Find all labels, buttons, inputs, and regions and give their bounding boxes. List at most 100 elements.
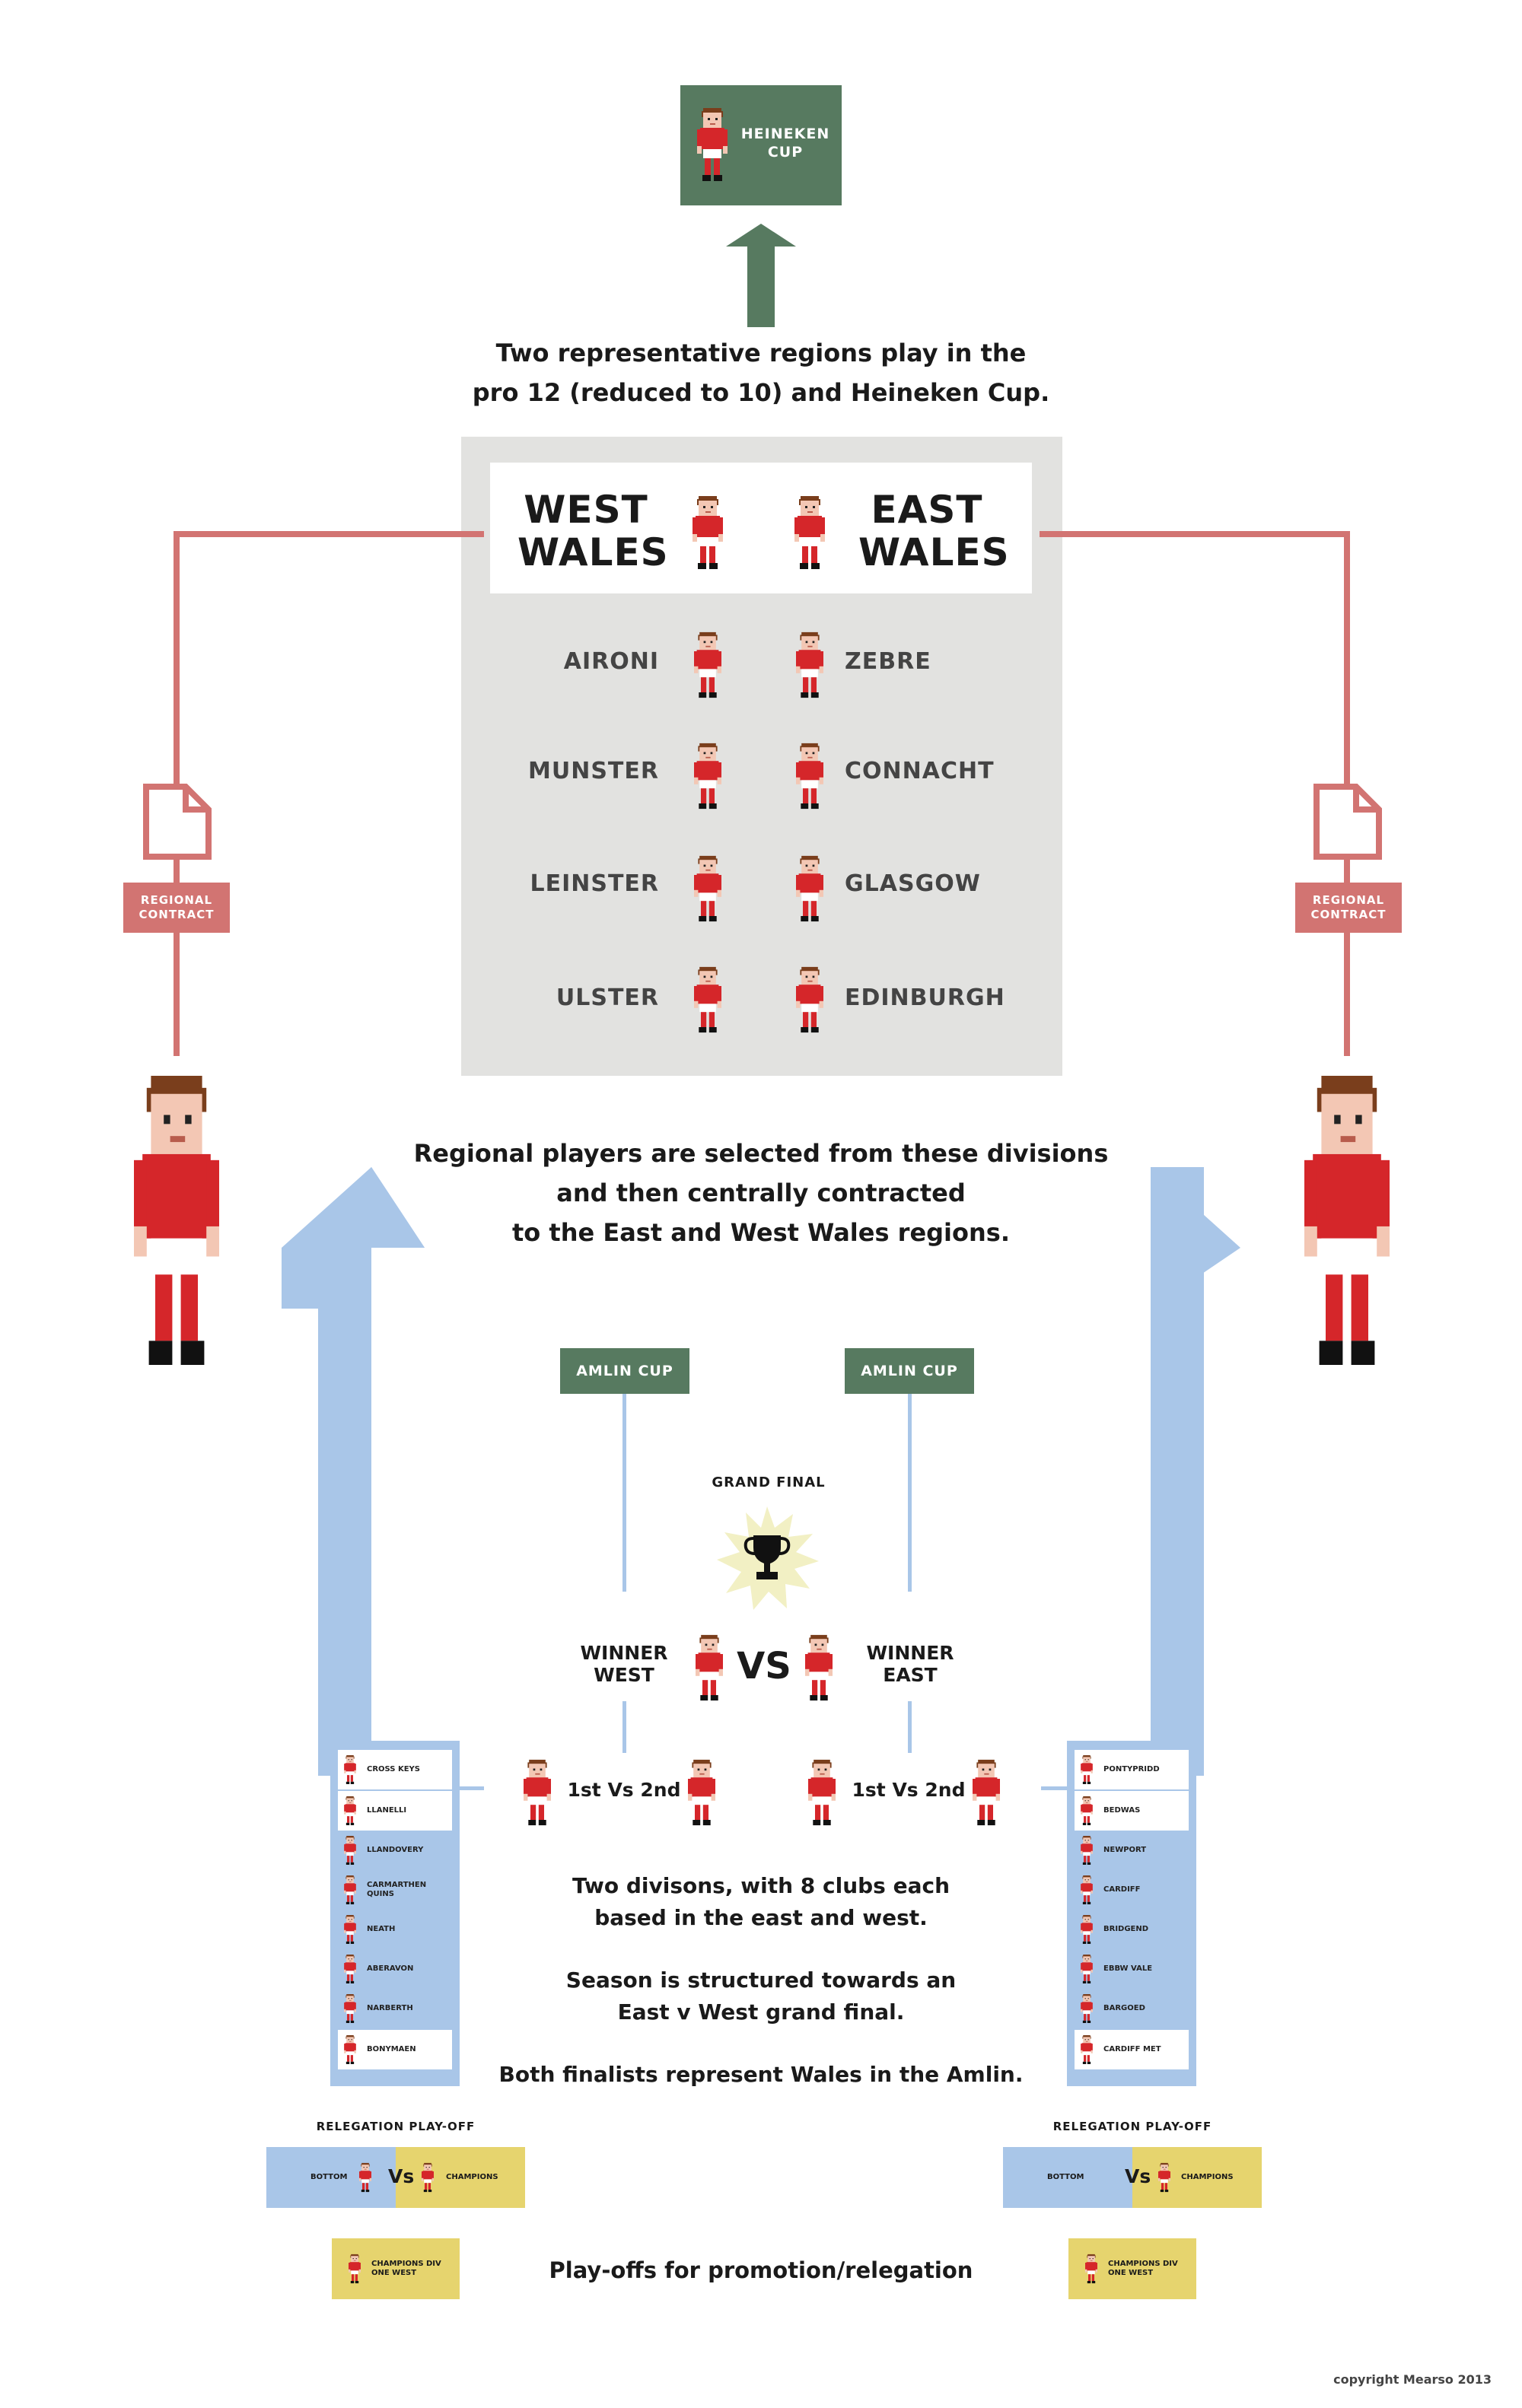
player-icon [808, 1753, 836, 1832]
player-icon [349, 2254, 361, 2284]
west-team-aironi: AIRONI [563, 648, 659, 675]
club-name: CARDIFF MET [1103, 2045, 1161, 2053]
club-row: NEWPORT [1075, 1831, 1189, 1870]
player-icon [694, 730, 721, 822]
contract-document-icon [143, 784, 212, 860]
caption-line: to the East and West Wales regions. [512, 1218, 1010, 1247]
player-icon [796, 843, 823, 934]
player-icon [344, 1955, 356, 1983]
east-team-connacht: CONNACHT [845, 758, 995, 784]
club-name: LLANDOVERY [367, 1846, 424, 1854]
div-one-west-label: CHAMPIONS DIV ONE WEST [371, 2260, 441, 2277]
caption-line [472, 1934, 1050, 1964]
player-icon [1081, 2035, 1093, 2064]
west-first-vs-second: 1st Vs 2nd [567, 1779, 681, 1801]
bottom-label: BOTTOM [310, 2173, 348, 2181]
club-name: NARBERTH [367, 2004, 413, 2012]
regions-caption: Two representative regions play in the p… [380, 333, 1142, 412]
club-row: BARGOED [1075, 1989, 1189, 2028]
club-row: ABERAVON [338, 1949, 452, 1989]
relegation-box-left: BOTTOM Vs CHAMPIONS [266, 2147, 525, 2208]
winner-east-stub [908, 1701, 912, 1753]
west-team-leinster: LEINSTER [530, 870, 659, 897]
club-name: BRIDGEND [1103, 1925, 1149, 1933]
club-name: ABERAVON [367, 1964, 414, 1973]
up-arrow [726, 224, 796, 330]
bottom-label: BOTTOM [1047, 2173, 1084, 2181]
player-icon [344, 1875, 356, 1904]
east-wales-title: EAST WALES [858, 488, 1010, 574]
player-icon [422, 2162, 434, 2193]
regional-player-right [1304, 1076, 1390, 1365]
club-name: EBBW VALE [1103, 1964, 1153, 1973]
heineken-cup-label: HEINEKEN CUP [740, 126, 830, 161]
heineken-cup-box: HEINEKEN CUP [680, 85, 842, 205]
club-name: BEDWAS [1103, 1806, 1141, 1815]
amlin-cup-right: AMLIN CUP [845, 1348, 974, 1394]
caption-line: based in the east and west. [594, 1905, 928, 1930]
club-name: NEATH [367, 1925, 396, 1933]
grand-final-label: GRAND FINAL [712, 1474, 826, 1490]
champions-cell [1132, 2147, 1262, 2208]
copyright: copyright Mearso 2013 [1333, 2372, 1492, 2387]
bottom-cell [1003, 2147, 1132, 2208]
club-row: BONYMAEN [338, 2030, 452, 2069]
player-icon [344, 1994, 356, 2023]
regional-contract-right: REGIONAL CONTRACT [1295, 883, 1402, 933]
winner-east-label: WINNER EAST [866, 1642, 954, 1686]
club-row: LLANELLI [338, 1791, 452, 1831]
relegation-vs: Vs [388, 2165, 415, 2187]
west-wales-title: WEST WALES [517, 488, 669, 574]
east-link [1041, 1786, 1068, 1790]
player-icon [1158, 2162, 1170, 2193]
east-team-zebre: ZEBRE [845, 648, 931, 675]
club-name: CROSS KEYS [367, 1765, 420, 1773]
club-row: NEATH [338, 1910, 452, 1949]
club-name: PONTYPRIDD [1103, 1765, 1160, 1773]
relegation-title-right: RELEGATION PLAY-OFF [1052, 2120, 1212, 2133]
caption-line: Two representative regions play in the [495, 339, 1027, 367]
club-row: CROSS KEYS [338, 1750, 452, 1789]
trophy-icon [717, 1506, 819, 1610]
amlin-cup-left: AMLIN CUP [560, 1348, 689, 1394]
club-name: CARMARTHEN QUINS [367, 1881, 427, 1898]
contract-document-icon [1313, 784, 1382, 860]
club-row: EBBW VALE [1075, 1949, 1189, 1989]
relegation-title-left: RELEGATION PLAY-OFF [316, 2120, 476, 2133]
player-icon [796, 619, 823, 711]
west-team-munster: MUNSTER [528, 758, 659, 784]
division-caption: Two divisons, with 8 clubs each based in… [472, 1870, 1050, 2091]
player-icon [805, 1630, 833, 1706]
player-icon [1081, 1836, 1093, 1865]
player-icon [796, 954, 823, 1045]
player-icon [694, 843, 721, 934]
player-icon [344, 1755, 356, 1784]
div-one-west-left: CHAMPIONS DIV ONE WEST [332, 2238, 460, 2299]
player-icon [344, 1836, 356, 1865]
west-team-ulster: ULSTER [556, 985, 659, 1011]
player-icon [1085, 2254, 1097, 2284]
east-player-icon [794, 487, 825, 578]
selection-caption: Regional players are selected from these… [380, 1134, 1142, 1252]
player-icon [344, 1796, 356, 1825]
player-icon [796, 730, 823, 822]
west-link [457, 1786, 484, 1790]
amlin-right-line [908, 1394, 912, 1592]
caption-line: pro 12 (reduced to 10) and Heineken Cup. [472, 378, 1050, 407]
left-blue-arrow [282, 1167, 425, 1776]
player-icon [1081, 1755, 1093, 1784]
east-team-glasgow: GLASGOW [845, 870, 981, 897]
player-icon [973, 1753, 1000, 1832]
club-row: BRIDGEND [1075, 1910, 1189, 1949]
club-row: CARMARTHEN QUINS [338, 1870, 452, 1910]
playoff-caption: Play-offs for promotion/relegation [549, 2257, 973, 2283]
regions-header [490, 463, 1032, 593]
club-row: BEDWAS [1075, 1791, 1189, 1831]
club-row: CARDIFF [1075, 1870, 1189, 1910]
player-icon [1081, 1875, 1093, 1904]
champions-label: CHAMPIONS [446, 2173, 498, 2181]
club-name: LLANELLI [367, 1806, 407, 1815]
right-connector-h [1040, 531, 1350, 537]
player-icon [696, 1630, 723, 1706]
player-icon [1081, 1955, 1093, 1983]
